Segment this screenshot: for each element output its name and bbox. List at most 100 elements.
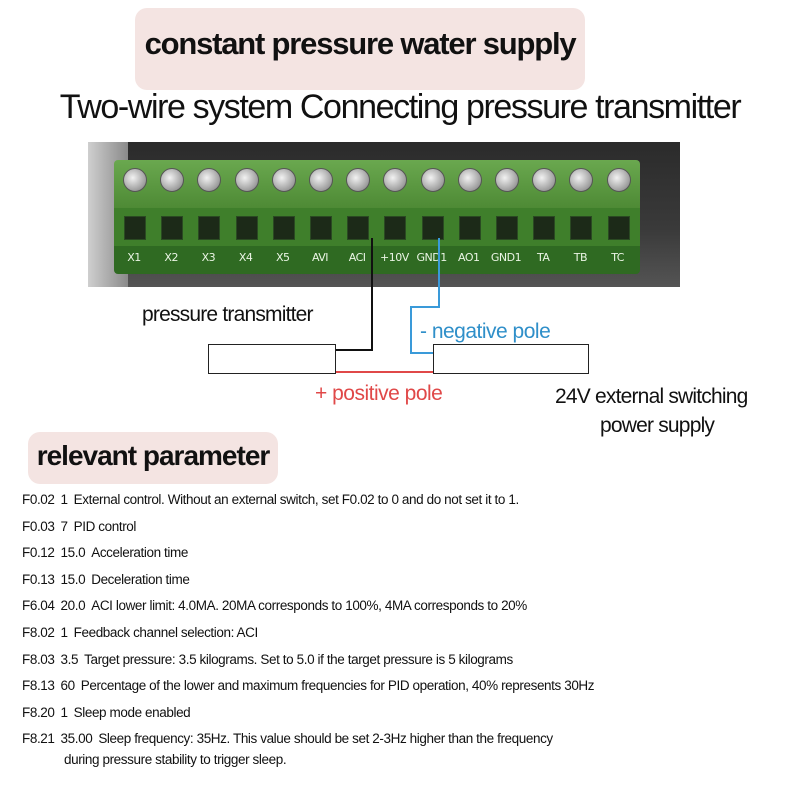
gnd-wire-horizontal (410, 306, 440, 308)
terminal-slot (384, 216, 407, 240)
parameter-value: 7 (60, 518, 69, 534)
negative-pole-label: - negative pole (420, 320, 551, 343)
gnd-wire-join (410, 352, 434, 354)
terminal-label: ACI (348, 251, 366, 264)
diagram-subtitle: Two-wire system Connecting pressure tran… (59, 88, 742, 126)
terminal-slot (198, 216, 221, 240)
parameter-code: F0.02 (22, 492, 55, 507)
parameter-description: Feedback channel selection: ACI (73, 624, 259, 640)
power-supply-box (433, 344, 589, 374)
parameter-heading: relevant parameter (36, 440, 271, 471)
transmitter-label: pressure transmitter (142, 303, 314, 326)
parameter-row: F8.03 3.5 Target pressure: 3.5 kilograms. … (22, 650, 782, 677)
parameter-value: 15.0 (60, 545, 86, 561)
parameter-heading-banner: relevant parameter (28, 432, 278, 484)
terminal-slot (533, 216, 556, 240)
terminal-screw (309, 168, 333, 192)
parameter-value: 20.0 (60, 598, 86, 614)
parameter-code: F0.12 (22, 545, 55, 561)
parameter-code: F0.13 (22, 571, 55, 587)
terminal-screw (457, 168, 482, 192)
parameter-row: F0.12 15.0 Acceleration time (22, 543, 782, 570)
terminal-slot (570, 216, 593, 240)
parameter-code: F0.03 (22, 518, 55, 534)
positive-wire (335, 371, 435, 373)
terminal-screw (569, 168, 594, 192)
parameter-description: Target pressure: 3.5 kilograms. Set to 5… (84, 651, 513, 667)
parameter-description-continuation: during pressure stability to trigger sle… (64, 751, 287, 767)
terminal-screw (271, 168, 296, 192)
terminal-label: X5 (276, 251, 290, 264)
terminal-screw (532, 168, 557, 192)
parameter-value: 3.5 (60, 651, 79, 667)
parameter-value: 1 (60, 704, 69, 720)
terminal-label: AVI (311, 251, 329, 264)
terminal-slot (458, 216, 481, 240)
parameter-description: Sleep mode enabled (73, 704, 191, 720)
terminal-screw (346, 168, 371, 192)
terminal-label: TB (573, 251, 588, 264)
power-supply-label-line2: power supply (600, 414, 715, 437)
terminal-screw (160, 168, 185, 192)
parameter-value: 35.00 (60, 731, 93, 747)
aci-wire-vertical (371, 238, 373, 350)
title-banner: constant pressure water supply (135, 8, 585, 90)
parameter-code: F8.03 (22, 651, 55, 667)
terminal-slot (347, 216, 370, 240)
parameter-code: F8.20 (22, 704, 55, 720)
parameter-value: 60 (60, 678, 76, 694)
pressure-transmitter-box (208, 344, 336, 374)
page-title: constant pressure water supply (144, 26, 577, 61)
terminal-label: +10V (380, 251, 409, 264)
parameter-code: F8.02 (22, 624, 55, 640)
terminal-screw (606, 168, 631, 192)
parameter-description: Acceleration time (91, 545, 188, 561)
terminal-screw (123, 168, 147, 192)
terminal-slot (272, 216, 295, 240)
terminal-slot (124, 216, 146, 240)
parameter-value: 15.0 (60, 571, 86, 587)
parameter-row: F6.04 20.0 ACI lower limit: 4.0MA. 20MA co… (22, 596, 782, 623)
terminal-screw (420, 168, 445, 192)
terminal-slot (421, 216, 444, 240)
terminal-screw (234, 168, 259, 192)
parameter-description: ACI lower limit: 4.0MA. 20MA corresponds… (91, 598, 527, 614)
gnd-wire-drop (410, 306, 412, 354)
terminal-slot (235, 216, 258, 240)
terminal-label: X3 (201, 251, 216, 264)
terminal-screw (197, 168, 222, 192)
parameter-code: F6.04 (22, 598, 55, 614)
positive-pole-label: + positive pole (315, 382, 443, 405)
parameter-list: F0.02 1 External control. Without an exter… (22, 490, 782, 770)
terminal-slot (310, 216, 332, 240)
terminal-slot (607, 216, 630, 240)
terminal-block-middle (114, 208, 640, 246)
parameter-description: External control. Without an external sw… (73, 492, 520, 507)
terminal-label: AO1 (458, 251, 480, 264)
terminal-label: GND1 (416, 251, 447, 264)
terminal-label: X2 (164, 251, 178, 264)
parameter-description: Percentage of the lower and maximum freq… (80, 678, 595, 694)
parameter-code: F8.21 (22, 731, 55, 747)
terminal-label: TC (611, 251, 624, 264)
terminal-label: GND1 (490, 251, 522, 264)
terminal-label: X1 (127, 251, 141, 264)
gnd-wire-vertical (438, 238, 440, 306)
terminal-slot (496, 216, 518, 240)
terminal-block-label-strip (114, 246, 640, 274)
aci-wire-horizontal (335, 349, 373, 351)
parameter-row: F0.13 15.0 Deceleration time (22, 570, 782, 597)
terminal-block-top (114, 160, 640, 208)
terminal-slot (161, 216, 184, 240)
parameter-description: Deceleration time (91, 571, 190, 587)
terminal-screw (495, 168, 519, 192)
parameter-value: 1 (60, 624, 69, 640)
parameter-code: F8.13 (22, 678, 55, 694)
